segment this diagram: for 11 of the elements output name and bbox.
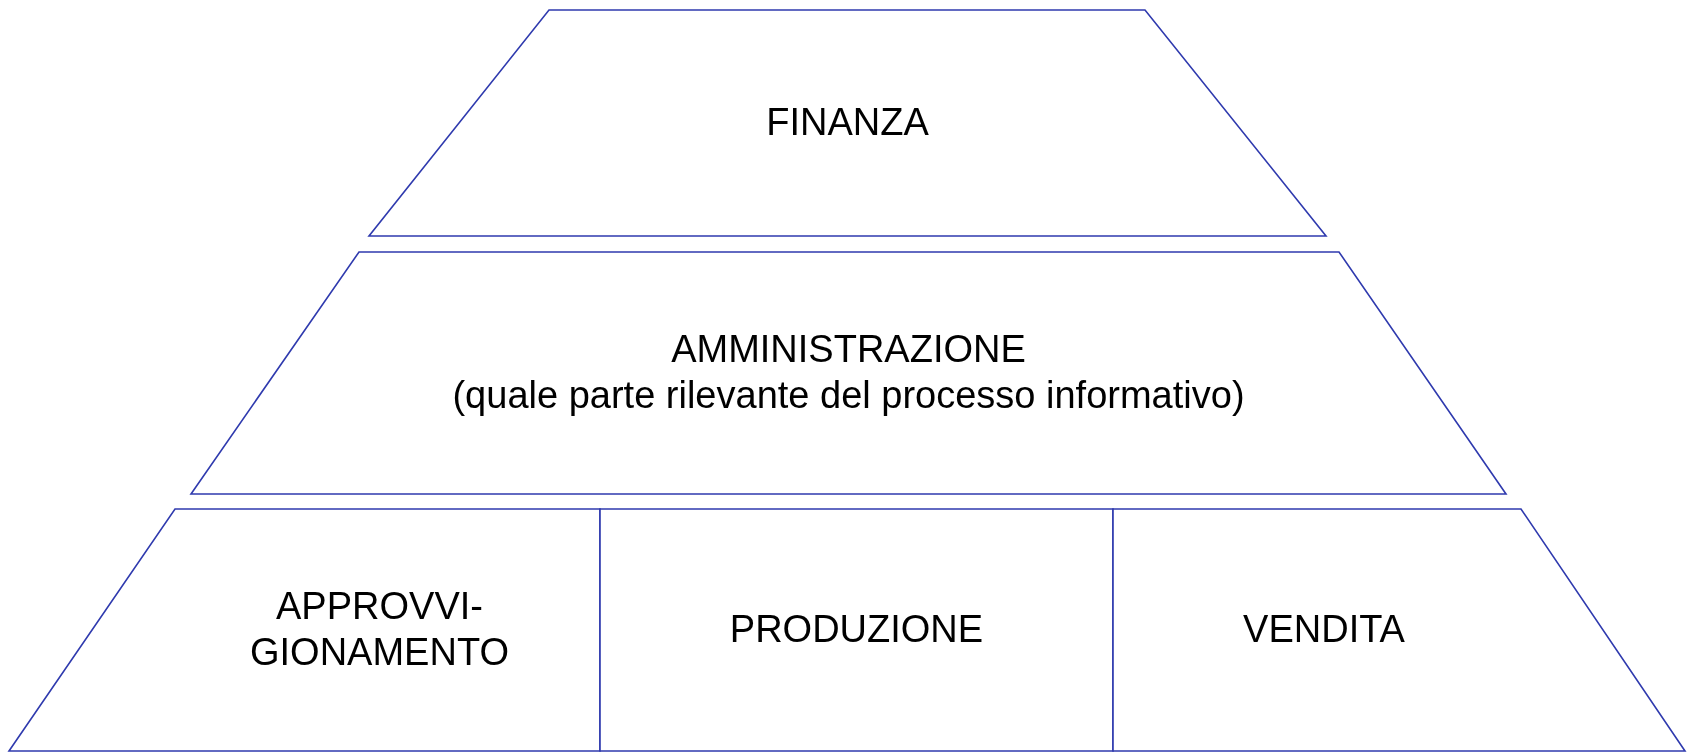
- pyramid-segment: [600, 509, 1113, 751]
- level-label: APPROVVI- GIONAMENTO: [249, 584, 510, 675]
- pyramid-segment: [1113, 509, 1685, 751]
- level-label: VENDITA: [1243, 607, 1405, 653]
- pyramid-level: [369, 10, 1326, 236]
- level-label: AMMINISTRAZIONE: [671, 327, 1026, 373]
- level-label: (quale parte rilevante del processo informativo): [452, 373, 1245, 418]
- pyramid-level: [191, 252, 1506, 494]
- pyramid-segment: [9, 509, 600, 751]
- level-label: FINANZA: [766, 100, 929, 146]
- level-label: PRODUZIONE: [729, 607, 984, 653]
